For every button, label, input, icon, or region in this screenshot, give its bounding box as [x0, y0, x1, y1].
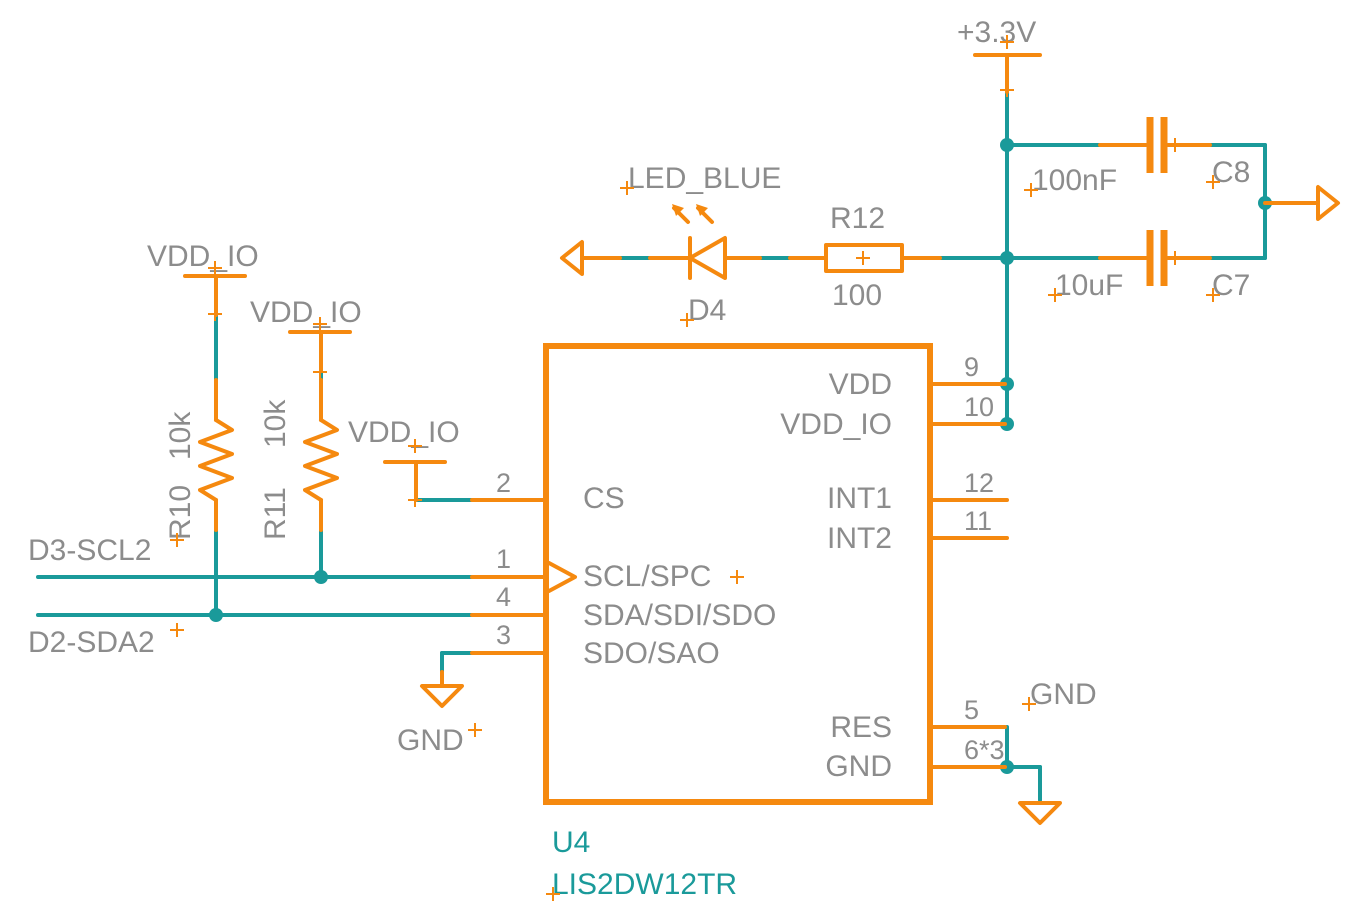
c8-reference: C8 — [1212, 156, 1250, 189]
resistor-r11[interactable] — [303, 378, 339, 532]
u4-pin-number: 1 — [496, 544, 511, 574]
origin-cross — [620, 181, 634, 195]
u4-pin-number: 11 — [964, 506, 992, 536]
r11-value: 10k — [259, 399, 292, 448]
origin-cross — [546, 887, 560, 901]
origin-cross — [1000, 35, 1014, 49]
r12-value: 100 — [832, 279, 882, 312]
u4-pin-number: 6*3 — [964, 735, 1005, 765]
d4-triangle — [688, 236, 727, 280]
u4-pin-name: INT1 — [827, 482, 892, 515]
u4-reference: U4 — [552, 826, 590, 859]
u4-pin-number: 10 — [964, 392, 994, 422]
u4-pin-number: 4 — [496, 582, 511, 612]
origin-cross — [1206, 175, 1220, 189]
origin-cross — [408, 439, 422, 453]
origin-cross — [313, 317, 327, 331]
r12-reference: R12 — [830, 202, 885, 235]
junction-dot — [1000, 138, 1014, 152]
net-label-vddio: VDD_IO — [348, 416, 460, 449]
origin-cross — [468, 723, 482, 737]
origin-cross — [1022, 697, 1036, 711]
net-label-sda: D2-SDA2 — [28, 626, 155, 659]
net-label-vddio: VDD_IO — [147, 240, 259, 273]
r10-value: 10k — [164, 411, 197, 460]
c7-value: 10uF — [1055, 269, 1123, 302]
r11-zigzag — [303, 418, 339, 502]
origin-cross — [313, 365, 327, 379]
d4-emission-arrowhead — [672, 204, 684, 216]
junction-dot — [314, 570, 328, 584]
net-label-3v3: +3.3V — [957, 16, 1036, 49]
labels: +3.3V VDD_IO VDD_IO VDD_IO GND GND D3-SC… — [28, 16, 1250, 757]
u4-clock-marker — [547, 561, 577, 593]
c7-reference: C7 — [1212, 269, 1250, 302]
u4-value: LIS2DW12TR — [552, 868, 737, 901]
u4-pin-name: CS — [583, 482, 625, 515]
origin-cross — [170, 533, 184, 547]
capacitor-c8[interactable] — [1098, 117, 1212, 173]
junction-dot — [209, 608, 223, 622]
u4-pin-name: INT2 — [827, 522, 892, 555]
u4-body — [543, 343, 933, 805]
led-d4[interactable] — [648, 204, 762, 280]
u4-pin-number: 9 — [964, 352, 979, 382]
gnd-symbol-right — [1018, 801, 1062, 825]
origin-cross — [730, 570, 744, 584]
origin-cross — [856, 251, 870, 265]
ic-u4[interactable]: 2 1 4 3 CS SCL/SPC SDA/SDI/SDO SDO/SAO 9… — [470, 343, 1009, 901]
u4-pin-number: 3 — [496, 620, 511, 650]
u4-pin-number: 2 — [496, 468, 511, 498]
junctions — [209, 138, 1272, 774]
origin-cross — [1206, 288, 1220, 302]
u4-pin-number: 12 — [964, 468, 994, 498]
r11-reference: R11 — [259, 487, 292, 540]
u4-pin-number: 5 — [964, 695, 979, 725]
r10-zigzag — [198, 418, 234, 502]
u4-pin-name: VDD — [829, 368, 892, 401]
gnd-arrow-led — [560, 240, 584, 276]
origin-cross — [170, 623, 184, 637]
origin-cross — [680, 313, 694, 327]
net-label-vddio: VDD_IO — [250, 296, 362, 329]
origin-cross — [208, 307, 222, 321]
origin-cross — [1048, 288, 1062, 302]
gnd-symbol-left — [420, 684, 464, 708]
u4-pin-name: SCL/SPC — [583, 560, 711, 593]
r10-reference: R10 — [164, 485, 197, 540]
gnd-arrow-caps — [1316, 185, 1340, 221]
d4-emission-arrowhead — [696, 204, 708, 216]
origin-cross — [1168, 138, 1182, 152]
origin-cross — [1024, 183, 1038, 197]
resistor-r10[interactable] — [198, 378, 234, 532]
u4-pin-name: SDO/SAO — [583, 637, 720, 670]
resistor-r12[interactable] — [788, 243, 942, 273]
d4-value: LED_BLUE — [628, 162, 781, 195]
u4-pin-name: RES — [830, 711, 892, 744]
origin-cross — [408, 493, 422, 507]
u4-pin-name: GND — [825, 750, 892, 783]
net-label-scl: D3-SCL2 — [28, 534, 151, 567]
u4-pin-name: SDA/SDI/SDO — [583, 599, 776, 632]
origin-cross — [1000, 83, 1014, 97]
origin-cross — [1168, 251, 1182, 265]
origin-cross — [208, 261, 222, 275]
net-label-gnd: GND — [397, 724, 464, 757]
u4-pin-name: VDD_IO — [780, 408, 892, 441]
junction-dot — [1000, 251, 1014, 265]
net-label-gnd: GND — [1030, 678, 1097, 711]
c8-value: 100nF — [1032, 164, 1117, 197]
origin-markers — [170, 35, 1220, 901]
d4-reference: D4 — [688, 294, 726, 327]
